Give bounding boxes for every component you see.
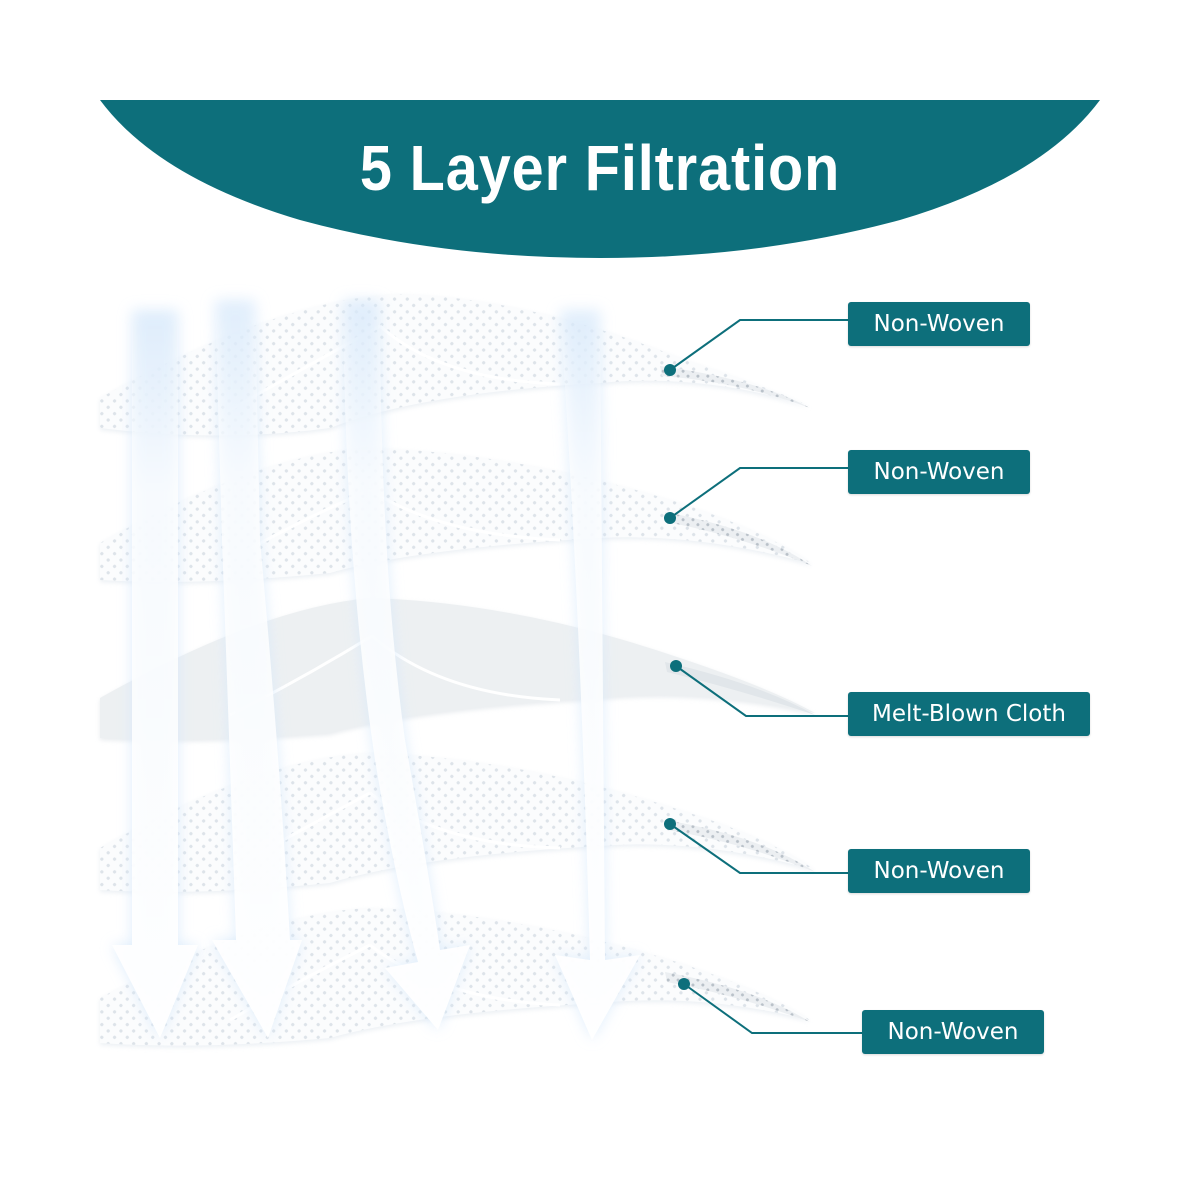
airflow-arrow-1 [112, 310, 198, 1038]
layer-label-5: Non-Woven [862, 1010, 1044, 1054]
layer-label-3: Melt-Blown Cloth [848, 692, 1090, 736]
filter-layer-1 [100, 294, 810, 438]
callout-line-3 [670, 660, 850, 717]
filter-layer-2 [100, 448, 812, 584]
filter-layer-3 [100, 598, 815, 742]
page-title: 5 Layer Filtration [359, 132, 841, 204]
callout-line-4 [664, 818, 850, 874]
airflow-arrow-2 [212, 300, 302, 1038]
callout-line-1 [664, 319, 850, 376]
airflow-arrow-4 [555, 310, 640, 1040]
filter-layer-4 [100, 753, 815, 894]
callout-line-2 [664, 467, 850, 524]
layer-label-2: Non-Woven [848, 450, 1030, 494]
layer-label-4: Non-Woven [848, 849, 1030, 893]
callout-line-5 [678, 978, 864, 1034]
layer-label-1: Non-Woven [848, 302, 1030, 346]
airflow-arrow-3 [343, 300, 470, 1030]
